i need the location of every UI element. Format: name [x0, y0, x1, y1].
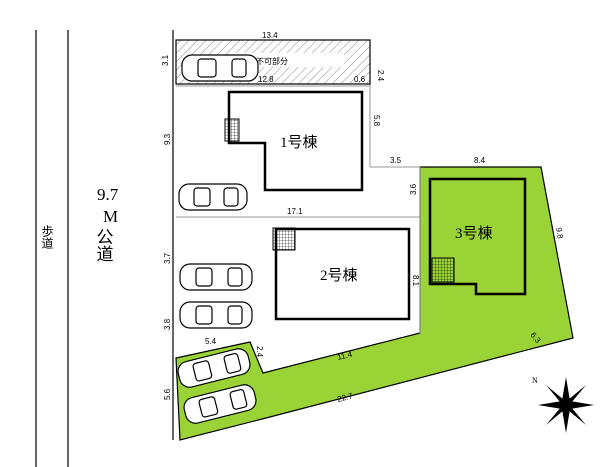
- svg-text:22.7: 22.7: [336, 391, 354, 404]
- car-3: [179, 263, 253, 291]
- svg-text:2.4: 2.4: [376, 70, 385, 82]
- building-3-label: 3号棟: [455, 225, 493, 242]
- building-2-label: 2号棟: [320, 267, 358, 284]
- car-5: [177, 348, 251, 388]
- car-4: [179, 301, 253, 329]
- svg-text:3.7: 3.7: [163, 252, 172, 264]
- compass-north-label: N: [532, 376, 538, 385]
- svg-text:9.3: 9.3: [163, 133, 172, 145]
- svg-text:13.4: 13.4: [262, 31, 278, 40]
- svg-text:0.6: 0.6: [354, 75, 366, 84]
- svg-text:8.1: 8.1: [411, 275, 420, 287]
- compass-icon: N: [532, 376, 594, 433]
- svg-text:3.5: 3.5: [390, 156, 402, 165]
- car-1: [181, 54, 259, 82]
- svg-text:3.6: 3.6: [409, 183, 418, 195]
- svg-text:5.4: 5.4: [205, 337, 217, 346]
- svg-text:12.8: 12.8: [258, 75, 274, 84]
- svg-text:5.8: 5.8: [372, 115, 381, 127]
- no-build-label: 建築不可部分: [240, 56, 288, 66]
- car-6: [183, 384, 257, 424]
- parked-cars: [177, 54, 259, 424]
- svg-text:8.4: 8.4: [474, 156, 486, 165]
- svg-text:17.1: 17.1: [287, 207, 303, 216]
- sidewalk-label: 歩道: [40, 224, 54, 249]
- svg-text:M: M: [103, 207, 118, 226]
- svg-text:5.6: 5.6: [163, 388, 172, 400]
- svg-text:9.7: 9.7: [97, 185, 119, 204]
- car-2: [178, 183, 248, 211]
- svg-text:2.4: 2.4: [255, 346, 264, 358]
- road-lines: [35, 30, 174, 467]
- svg-text:11.4: 11.4: [336, 349, 353, 361]
- svg-text:3.8: 3.8: [163, 318, 172, 330]
- building-1: [227, 90, 364, 192]
- building-2: [274, 227, 411, 321]
- svg-text:3.1: 3.1: [161, 54, 170, 66]
- svg-text:公道: 公道: [94, 228, 114, 262]
- road-label: 9.7 M 公道: [94, 185, 119, 262]
- svg-text:9.8: 9.8: [554, 227, 565, 240]
- building-1-label: 1号棟: [280, 134, 318, 151]
